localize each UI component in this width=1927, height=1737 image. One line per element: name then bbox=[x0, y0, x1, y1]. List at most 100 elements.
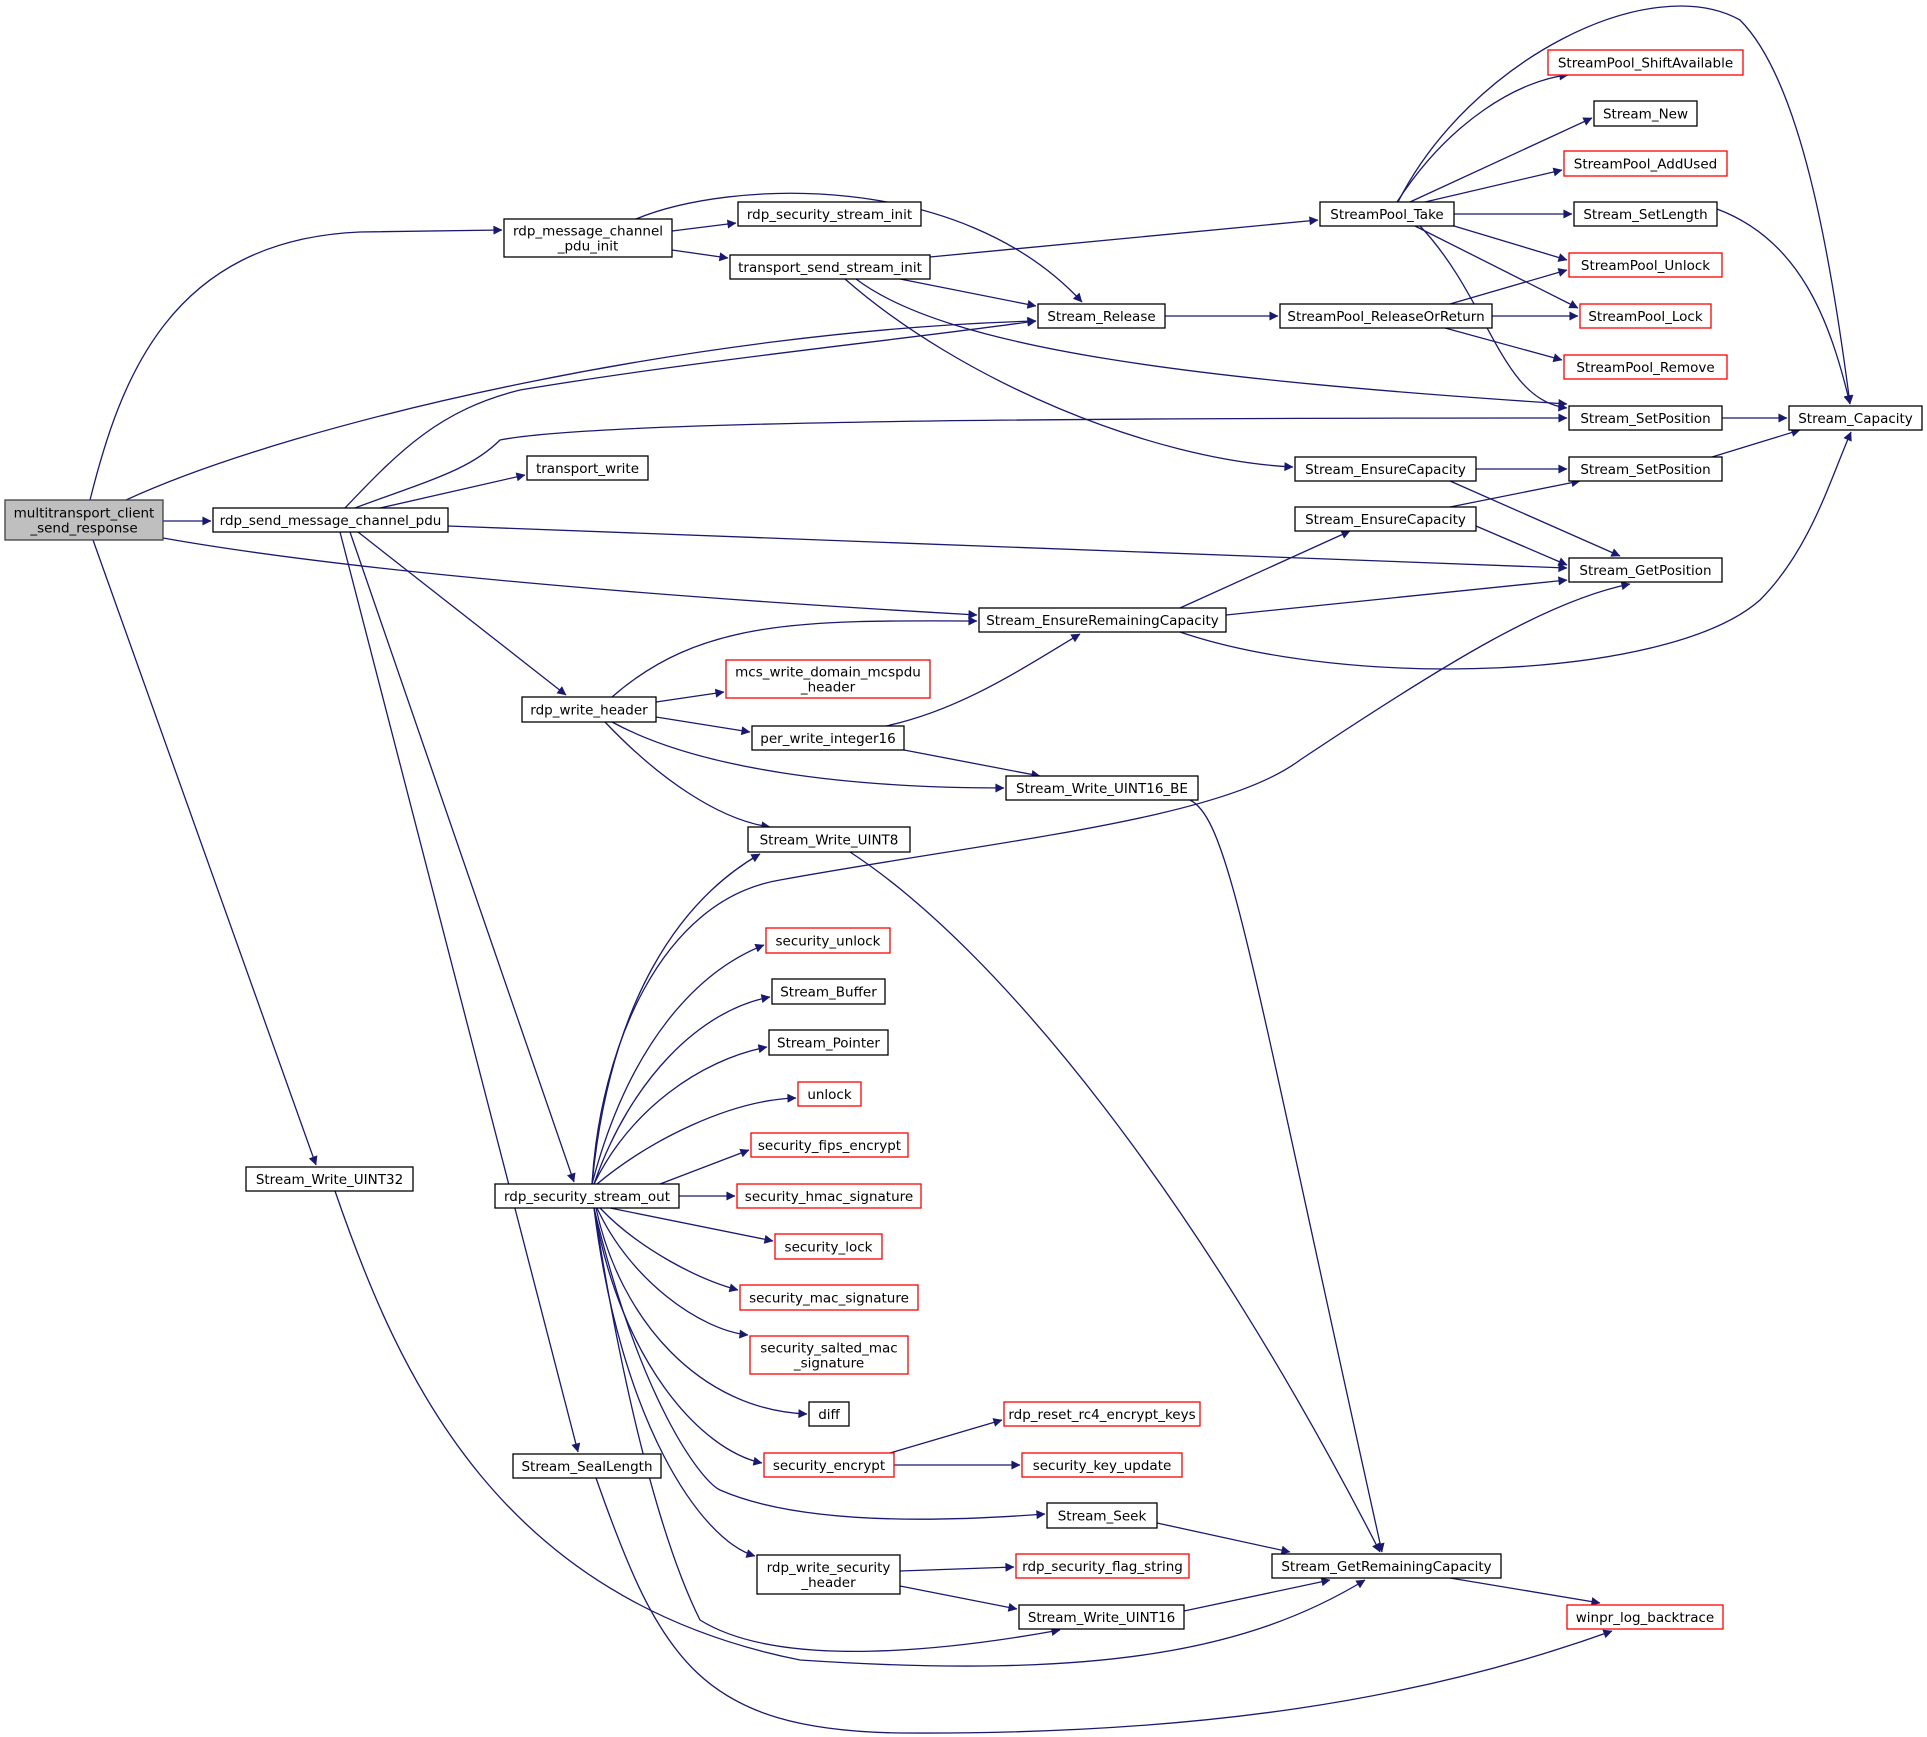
node-rsso[interactable]: rdp_security_stream_out bbox=[494, 1183, 680, 1209]
node-swu16[interactable]: Stream_Write_UINT16 bbox=[1018, 1604, 1185, 1630]
node-box-sgrc bbox=[1271, 1553, 1502, 1579]
node-spau[interactable]: StreamPool_AddUsed bbox=[1563, 150, 1728, 177]
node-box-rmcpi bbox=[503, 218, 673, 258]
node-ssl[interactable]: Stream_SealLength bbox=[512, 1453, 662, 1479]
edge-rsmcp-to-sgp bbox=[447, 525, 1568, 573]
node-rwsh[interactable]: rdp_write_security_header bbox=[756, 1554, 901, 1595]
node-diff[interactable]: diff bbox=[808, 1401, 850, 1427]
node-box-ssms bbox=[749, 1335, 909, 1375]
node-sec1[interactable]: Stream_EnsureCapacity bbox=[1294, 456, 1477, 482]
node-label-rwsh-0: rdp_write_security bbox=[767, 1560, 891, 1576]
node-swu32[interactable]: Stream_Write_UINT32 bbox=[245, 1166, 414, 1192]
node-spr[interactable]: StreamPool_Remove bbox=[1563, 354, 1728, 380]
node-spu[interactable]: StreamPool_Unlock bbox=[1568, 252, 1723, 278]
node-spsa[interactable]: StreamPool_ShiftAvailable bbox=[1547, 49, 1744, 76]
node-rmcpi[interactable]: rdp_message_channel_pdu_init bbox=[503, 218, 673, 258]
edge-sec2-to-ssp2 bbox=[1449, 478, 1581, 508]
node-ssms[interactable]: security_salted_mac_signature bbox=[749, 1335, 909, 1375]
node-label-sn-0: Stream_New bbox=[1603, 106, 1688, 122]
node-tssi[interactable]: transport_send_stream_init bbox=[729, 254, 931, 280]
node-sr[interactable]: Stream_Release bbox=[1037, 303, 1166, 329]
node-label-tssi-0: transport_send_stream_init bbox=[738, 260, 922, 276]
edge-rsso-to-swu8 bbox=[591, 853, 761, 1185]
edge-ssl-to-wlb bbox=[595, 1477, 1613, 1734]
node-label-sms-0: security_mac_signature bbox=[749, 1290, 909, 1306]
edge-swu32-to-sgrc bbox=[334, 1190, 1366, 1667]
node-pwi16[interactable]: per_write_integer16 bbox=[751, 725, 905, 751]
edge-rmcpi-to-tssi bbox=[671, 249, 729, 262]
node-unlock[interactable]: unlock bbox=[797, 1081, 862, 1107]
edge-rsso-to-sptr bbox=[593, 1044, 768, 1185]
edge-tssi-to-sr bbox=[899, 278, 1037, 309]
nodes-layer: multitransport_client_send_response rdp_m… bbox=[4, 49, 1923, 1630]
node-sptr[interactable]: Stream_Pointer bbox=[768, 1029, 889, 1056]
edge-tssi-to-spt bbox=[929, 216, 1319, 258]
node-sl[interactable]: security_lock bbox=[774, 1233, 883, 1260]
edge-rsmcp-to-rwh bbox=[357, 531, 567, 696]
node-spt[interactable]: StreamPool_Take bbox=[1319, 201, 1455, 227]
node-sc[interactable]: Stream_Capacity bbox=[1788, 405, 1923, 431]
edge-sgrc-to-wlb bbox=[1449, 1577, 1601, 1607]
node-sn[interactable]: Stream_New bbox=[1593, 100, 1698, 127]
edge-rsso-to-rwsh bbox=[593, 1207, 756, 1558]
node-box-ssl bbox=[512, 1453, 662, 1479]
node-sgp[interactable]: Stream_GetPosition bbox=[1568, 557, 1723, 583]
edge-root-to-serc bbox=[162, 537, 978, 620]
node-label-tw-0: transport_write bbox=[536, 461, 639, 477]
node-label-rmcpi-1: _pdu_init bbox=[557, 238, 619, 254]
edge-rsso-to-sb bbox=[593, 994, 771, 1185]
node-label-shs-0: security_hmac_signature bbox=[745, 1189, 913, 1205]
node-sgrc[interactable]: Stream_GetRemainingCapacity bbox=[1271, 1553, 1502, 1579]
node-sb[interactable]: Stream_Buffer bbox=[771, 978, 886, 1005]
node-box-ssl2 bbox=[1573, 201, 1718, 227]
node-rsfs[interactable]: rdp_security_flag_string bbox=[1015, 1553, 1190, 1579]
edge-rwh-to-pwi16 bbox=[655, 716, 751, 736]
node-sseek[interactable]: Stream_Seek bbox=[1046, 1502, 1158, 1529]
node-rwh[interactable]: rdp_write_header bbox=[521, 696, 657, 723]
edge-serc-to-sec2 bbox=[1179, 530, 1351, 609]
node-label-rssi-0: rdp_security_stream_init bbox=[747, 207, 912, 223]
node-box-serc bbox=[978, 607, 1227, 633]
node-sfe[interactable]: security_fips_encrypt bbox=[750, 1132, 909, 1158]
node-swu16be[interactable]: Stream_Write_UINT16_BE bbox=[1005, 775, 1199, 801]
edge-rsmcp-to-ssp1 bbox=[354, 413, 1568, 509]
node-box-rsso bbox=[494, 1183, 680, 1209]
node-box-spsa bbox=[1547, 49, 1744, 76]
node-label-ssl-0: Stream_SealLength bbox=[521, 1459, 652, 1475]
node-tw[interactable]: transport_write bbox=[526, 455, 649, 481]
node-rsmcp[interactable]: rdp_send_message_channel_pdu bbox=[212, 507, 449, 533]
node-ssp1[interactable]: Stream_SetPosition bbox=[1568, 405, 1723, 431]
node-ssp2[interactable]: Stream_SetPosition bbox=[1568, 456, 1723, 482]
edge-sseek-to-sgrc bbox=[1156, 1522, 1291, 1555]
node-se[interactable]: security_encrypt bbox=[763, 1452, 895, 1478]
node-box-sseek bbox=[1046, 1502, 1158, 1529]
edge-root-to-swu32 bbox=[92, 539, 318, 1166]
edge-spt-to-sn bbox=[1409, 117, 1593, 203]
node-sms[interactable]: security_mac_signature bbox=[739, 1284, 919, 1311]
edge-ssl2-to-sc bbox=[1716, 208, 1853, 405]
node-su[interactable]: security_unlock bbox=[765, 927, 891, 954]
node-ssl2[interactable]: Stream_SetLength bbox=[1573, 201, 1718, 227]
edge-root-to-rmcpi bbox=[89, 225, 503, 501]
edge-sec1-to-sgp bbox=[1449, 480, 1621, 557]
node-box-su bbox=[765, 927, 891, 954]
node-sku[interactable]: security_key_update bbox=[1021, 1452, 1183, 1478]
node-spl[interactable]: StreamPool_Lock bbox=[1579, 303, 1712, 329]
edge-rsso-to-se bbox=[593, 1207, 763, 1466]
node-mwdmh[interactable]: mcs_write_domain_mcspdu_header bbox=[725, 659, 931, 699]
node-swu8[interactable]: Stream_Write_UINT8 bbox=[747, 826, 911, 853]
edge-rsso-to-sms bbox=[599, 1207, 739, 1293]
node-label-ssl2-0: Stream_SetLength bbox=[1583, 207, 1707, 223]
node-rssi[interactable]: rdp_security_stream_init bbox=[737, 201, 922, 227]
node-wlb[interactable]: winpr_log_backtrace bbox=[1566, 1604, 1724, 1630]
node-sec2[interactable]: Stream_EnsureCapacity bbox=[1294, 506, 1477, 532]
node-serc[interactable]: Stream_EnsureRemainingCapacity bbox=[978, 607, 1227, 633]
node-label-su-0: security_unlock bbox=[775, 933, 880, 949]
edge-spt-to-spsa bbox=[1396, 71, 1569, 203]
node-shs[interactable]: security_hmac_signature bbox=[736, 1183, 922, 1209]
node-label-rsfs-0: rdp_security_flag_string bbox=[1022, 1559, 1183, 1575]
node-rrek[interactable]: rdp_reset_rc4_encrypt_keys bbox=[1003, 1401, 1201, 1427]
node-root[interactable]: multitransport_client_send_response bbox=[4, 499, 164, 541]
node-spror[interactable]: StreamPool_ReleaseOrReturn bbox=[1279, 303, 1493, 329]
